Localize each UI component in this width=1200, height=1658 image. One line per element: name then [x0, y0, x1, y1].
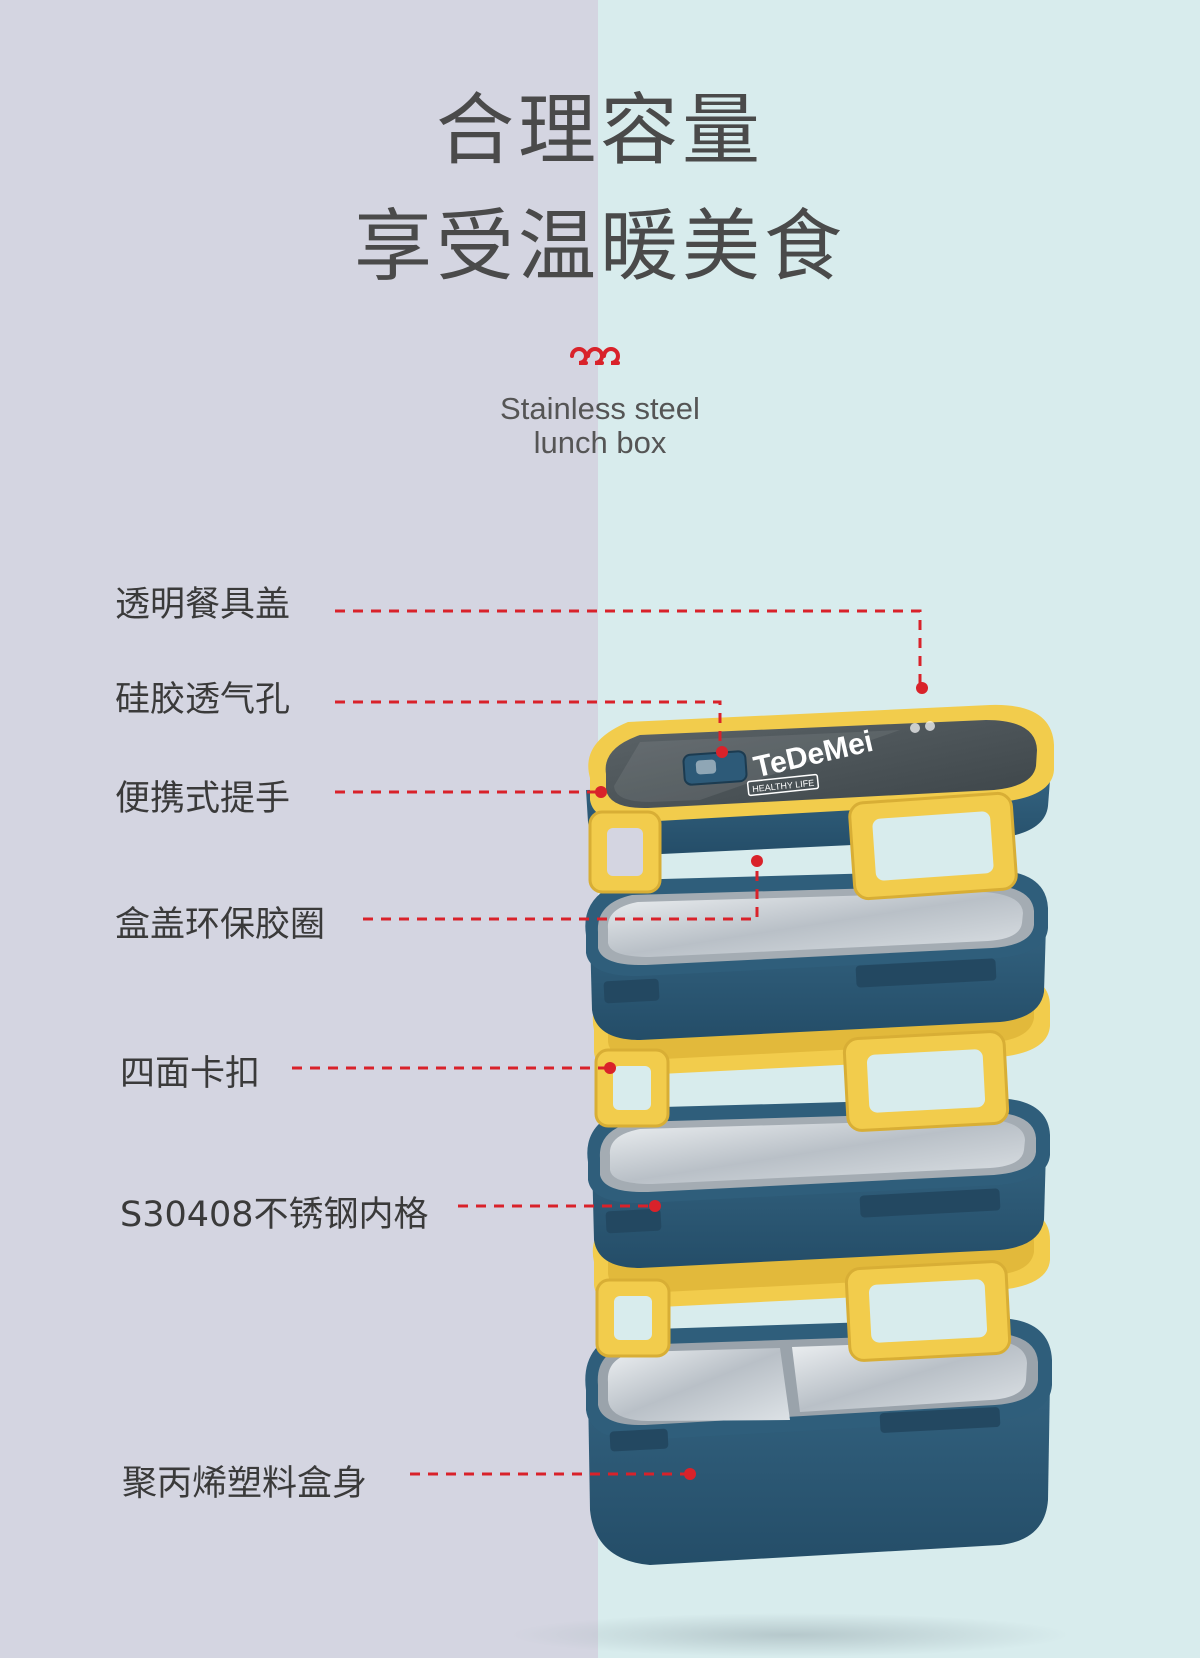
feature-label-body: 聚丙烯塑料盒身 [122, 1464, 368, 1504]
feature-label-lid: 透明餐具盖 [115, 585, 291, 625]
subtitle-line-1: Stainless steel [500, 391, 700, 426]
floor-shadow [510, 1613, 1070, 1657]
callout-dots [595, 682, 928, 1480]
lid: TeDeMei HEALTHY LIFE [586, 704, 1054, 901]
feature-label-clips: 四面卡扣 [120, 1054, 261, 1094]
background-left-panel [0, 0, 598, 1658]
feature-label-vent: 硅胶透气孔 [115, 680, 291, 720]
headline-line-1: 合理容量 [435, 86, 764, 176]
feature-label-seal-ring: 盒盖环保胶圈 [115, 905, 326, 945]
top-container-1 [585, 870, 1048, 1040]
headline-line-2: 享受温暖美食 [353, 202, 846, 292]
subtitle-line-2: lunch box [533, 425, 667, 460]
callout-lines [292, 609, 922, 1476]
feature-label-steel-insert: S30408不锈钢内格 [120, 1195, 429, 1235]
feature-label-handle: 便携式提手 [115, 779, 291, 819]
brand-logo-icon [570, 347, 620, 365]
